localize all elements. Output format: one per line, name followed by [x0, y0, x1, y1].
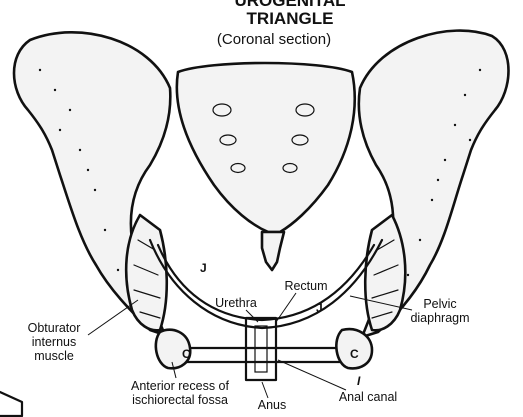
corner-arrow-icon: [0, 392, 22, 416]
urogenital-diaphragm-bar: [176, 348, 352, 362]
label-urethra: Urethra: [215, 296, 257, 310]
sacrum: [177, 63, 355, 232]
label-ischiorectal-fossa: ischiorectal fossa: [132, 393, 228, 407]
label-anal-canal: Anal canal: [339, 390, 397, 404]
letter-j-right: J: [316, 301, 323, 315]
right-obturator-internus: [365, 215, 405, 330]
letter-c-left: C: [182, 347, 191, 361]
label-pelvic: Pelvic: [423, 297, 456, 311]
label-rectum: Rectum: [284, 279, 327, 293]
leader-anal-canal: [278, 360, 346, 390]
label-muscle: muscle: [34, 349, 74, 363]
leader-anus: [262, 382, 268, 398]
coccyx: [262, 232, 284, 270]
letter-c-right: C: [350, 347, 359, 361]
label-obturator: Obturator: [28, 321, 81, 335]
title-line-2: TRIANGLE: [247, 9, 334, 28]
letter-j-left: J: [200, 261, 207, 275]
label-anterior-recess: Anterior recess of: [131, 379, 229, 393]
label-anus: Anus: [258, 398, 287, 412]
subtitle: (Coronal section): [217, 31, 331, 48]
label-diaphragm: diaphragm: [410, 311, 469, 325]
letter-i-mark: I: [357, 374, 361, 388]
label-internus: internus: [32, 335, 76, 349]
left-obturator-internus: [126, 215, 167, 330]
leader-obturator: [88, 300, 138, 335]
